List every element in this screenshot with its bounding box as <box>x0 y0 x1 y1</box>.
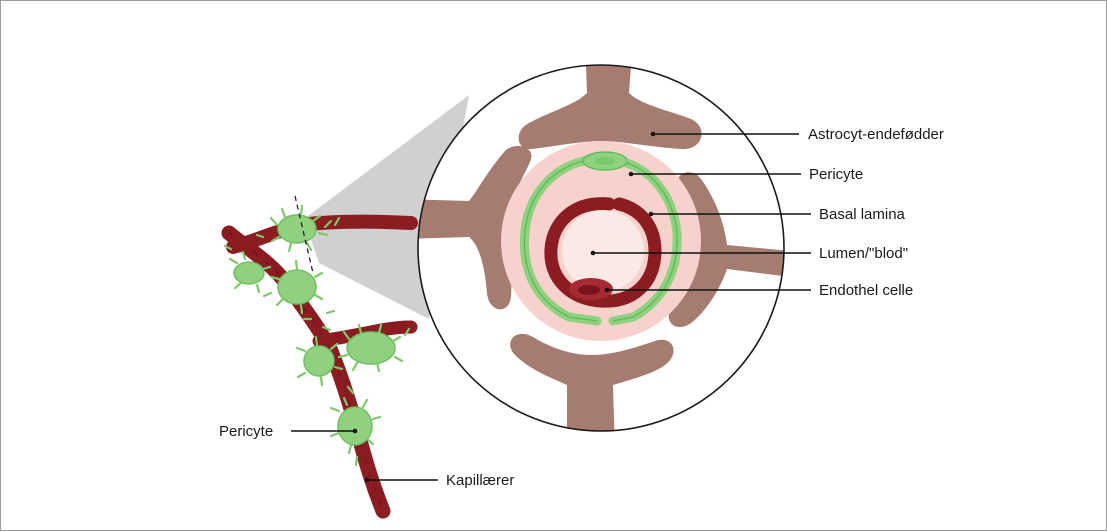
label-endothelial-cell: Endothel celle <box>819 282 913 299</box>
label-basal-lamina: Basal lamina <box>819 206 906 223</box>
lumen <box>562 210 644 292</box>
pericyte-cell-1 <box>278 215 316 243</box>
label-capillaries: Kapillærer <box>446 472 514 489</box>
label-astrocyte-endfeet: Astrocyt-endefødder <box>808 126 944 143</box>
pericyte-cell-4 <box>347 332 395 364</box>
pericyte-cell-5 <box>304 346 334 376</box>
pericyte-cell-2 <box>234 262 264 284</box>
label-pericyte-cross-section: Pericyte <box>809 166 863 183</box>
label-pericyte-capillary: Pericyte <box>219 423 273 440</box>
label-lumen: Lumen/"blod" <box>819 245 908 262</box>
